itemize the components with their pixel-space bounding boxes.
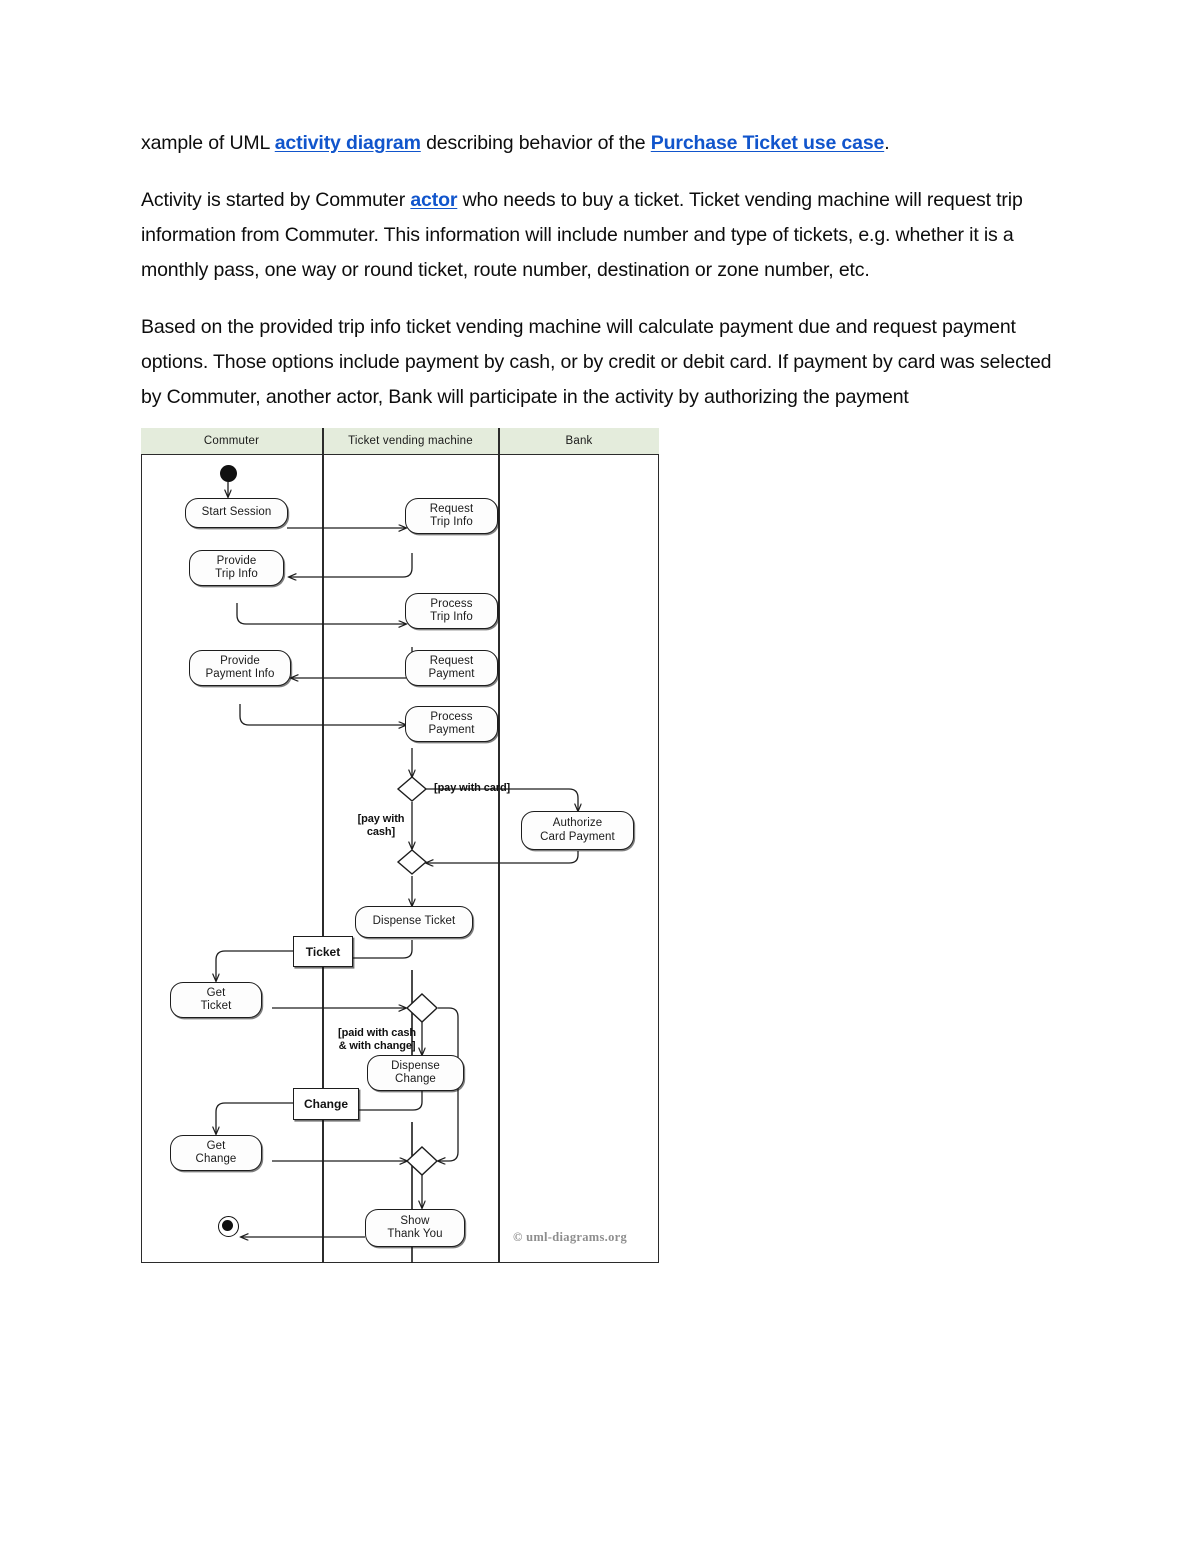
merge-change [405,1146,439,1176]
swimlane-divider-2 [498,428,500,1263]
initial-node [220,465,237,482]
swimlane-header-commuter: Commuter [141,428,322,455]
object-node-change[interactable]: Change [293,1088,359,1120]
guard-label: [pay with card] [434,782,511,794]
activity-authorize-card-payment[interactable]: Authorize Card Payment [521,811,634,850]
watermark-credit: © uml-diagrams.org [513,1230,627,1245]
swimlane-divider-1 [322,428,324,1263]
activity-label: Get Change [195,1139,237,1166]
link-purchase-ticket-use-case[interactable]: Purchase Ticket use case [650,132,885,154]
activity-label: Provide Trip Info [215,554,258,581]
guard-label: [pay with cash] [357,813,405,838]
swimlane-label: Ticket vending machine [348,435,473,447]
paragraph-activity-start: Activity is started by Commuter actor wh… [141,183,1071,288]
link-actor[interactable]: actor [410,189,458,211]
activity-request-trip-info[interactable]: Request Trip Info [405,498,498,534]
document-body: xample of UML activity diagram describin… [141,126,1071,415]
activity-request-payment[interactable]: Request Payment [405,650,498,686]
swimlane-label: Bank [565,435,593,447]
activity-start-session[interactable]: Start Session [185,498,288,528]
object-label: Ticket [305,944,341,959]
text-segment: Activity is started by Commuter [141,189,411,211]
activity-process-payment[interactable]: Process Payment [405,706,498,742]
activity-provide-payment-info[interactable]: Provide Payment Info [189,650,291,686]
text-segment: . [884,132,890,154]
activity-label: Dispense Change [391,1059,440,1086]
activity-label: Start Session [201,506,272,519]
activity-label: Dispense Ticket [372,915,456,928]
activity-dispense-ticket[interactable]: Dispense Ticket [355,906,473,938]
swimlane-label: Commuter [203,435,260,447]
merge-payment [396,849,428,875]
activity-provide-trip-info[interactable]: Provide Trip Info [189,550,284,586]
text-segment: Based on the provided trip info ticket v… [141,316,1052,408]
guard-pay-with-card: [pay with card] [434,769,510,795]
object-label: Change [303,1097,348,1111]
activity-dispense-change[interactable]: Dispense Change [367,1055,464,1091]
guard-pay-with-cash: [pay with cash] [350,800,412,839]
diagram-edges [141,482,659,1263]
swimlane-header-vending: Ticket vending machine [322,428,498,455]
activity-get-change[interactable]: Get Change [170,1135,262,1171]
activity-label: Request Payment [428,654,475,681]
activity-label: Authorize Card Payment [540,817,615,843]
decision-payment-type [396,776,428,802]
paragraph-payment-options: Based on the provided trip info ticket v… [141,310,1071,415]
activity-label: Show Thank You [387,1214,443,1241]
guard-paid-with-cash-and-change: [paid with cash & with change] [319,1014,435,1053]
activity-label: Process Trip Info [430,597,473,624]
activity-label: Request Trip Info [429,502,474,529]
activity-show-thank-you[interactable]: Show Thank You [365,1209,465,1247]
activity-process-trip-info[interactable]: Process Trip Info [405,593,498,629]
decision-change-needed [405,993,439,1023]
activity-label: Get Ticket [200,986,232,1013]
activity-label: Process Payment [428,710,475,737]
final-node [218,1216,239,1237]
text-segment: xample of UML [141,132,275,154]
text-segment: who needs to buy a ticket. Ticket vendin… [141,189,1023,281]
uml-activity-diagram: Commuter Ticket vending machine Bank [141,428,659,1263]
activity-label: Provide Payment Info [205,654,275,681]
paragraph-intro: xample of UML activity diagram describin… [141,126,1071,161]
text-segment: describing behavior of the [420,132,651,154]
guard-label: [paid with cash & with change] [338,1027,416,1052]
swimlane-header-bank: Bank [498,428,659,455]
link-activity-diagram[interactable]: activity diagram [274,132,421,154]
activity-get-ticket[interactable]: Get Ticket [170,982,262,1018]
object-node-ticket[interactable]: Ticket [293,936,353,967]
watermark-label: © uml-diagrams.org [513,1230,628,1244]
